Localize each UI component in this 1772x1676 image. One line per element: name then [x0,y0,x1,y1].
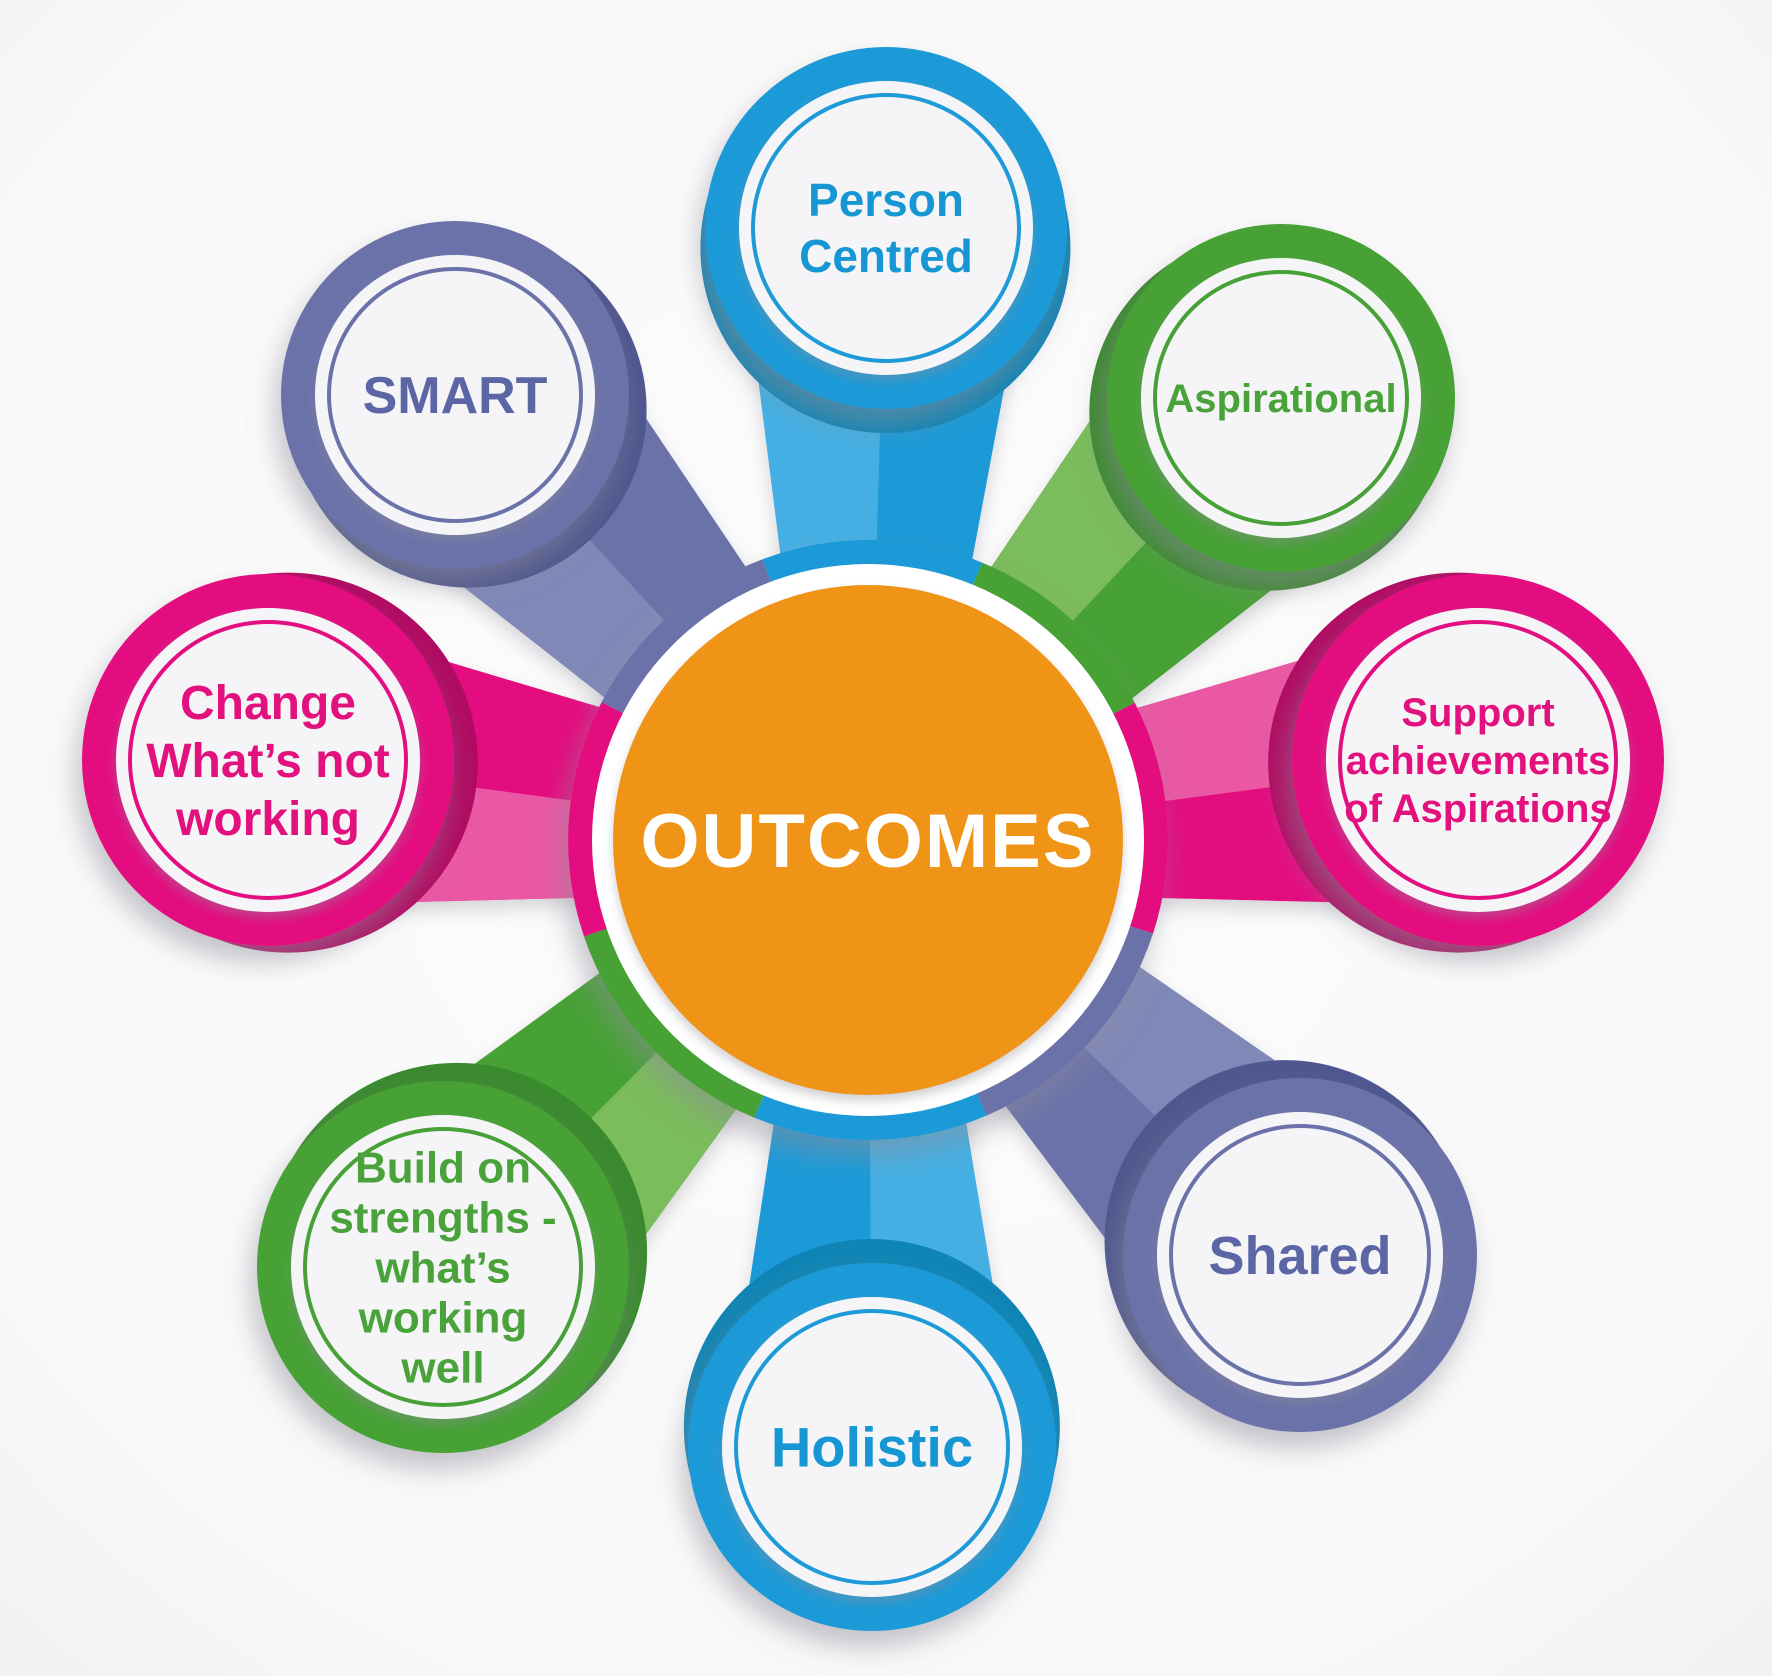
node-face-aspirational [1141,258,1421,538]
node-smart: SMART [281,221,647,588]
node-inner-ring-shared [1169,1124,1431,1386]
node-label-smart: SMART [363,367,548,425]
node-label-holistic: Holistic [771,1416,973,1479]
node-face-smart [315,255,595,535]
node-face-support-achievements [1326,608,1630,912]
node-face-holistic [722,1297,1022,1597]
node-label-shared: Shared [1208,1226,1391,1286]
center-circle-group [568,540,1168,1141]
node-inner-ring-person-centred [751,93,1021,363]
node-inner-ring-build-on-strengths [303,1127,583,1407]
node-face-change-whats-not-working [116,608,420,912]
node-face-shared [1157,1112,1443,1398]
node-aspirational: Aspirational [1089,224,1455,591]
node-inner-ring-support-achievements [1338,620,1618,900]
node-label-aspirational: Aspirational [1165,377,1396,421]
node-face-person-centred [739,81,1033,375]
node-face-build-on-strengths [291,1115,595,1419]
center-label: OUTCOMES [640,799,1095,884]
node-inner-ring-aspirational [1153,270,1409,526]
node-inner-ring-holistic [734,1309,1010,1585]
node-holistic: Holistic [683,1239,1060,1631]
node-shared: Shared [1104,1060,1477,1432]
node-inner-ring-smart [327,267,583,523]
node-inner-ring-change-whats-not-working [128,620,408,900]
center-outcomes-circle [613,585,1123,1095]
